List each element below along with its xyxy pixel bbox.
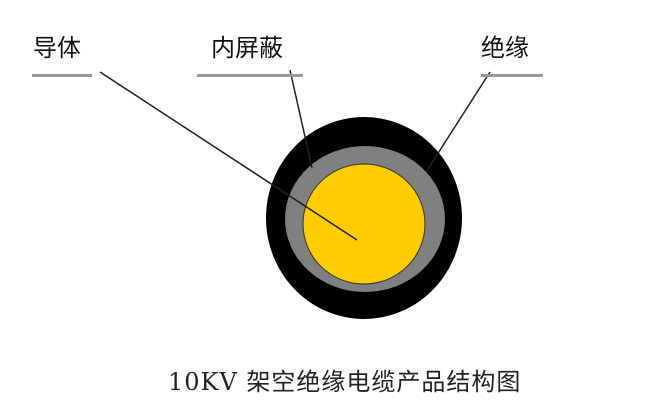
conductor-underline bbox=[32, 74, 92, 77]
insulation-underline bbox=[481, 74, 543, 77]
insulation-label: 绝缘 bbox=[481, 34, 529, 62]
conductor-core bbox=[302, 163, 426, 285]
inner-shield-underline bbox=[197, 74, 303, 77]
diagram-caption: 10KV 架空绝缘电缆产品结构图 bbox=[168, 368, 522, 396]
inner-shield-label: 内屏蔽 bbox=[211, 34, 283, 62]
insulation-leader-line bbox=[425, 71, 491, 173]
conductor-label: 导体 bbox=[33, 34, 81, 62]
conductor-leader-line bbox=[99, 71, 358, 241]
inner-shield-leader-line bbox=[289, 69, 313, 169]
